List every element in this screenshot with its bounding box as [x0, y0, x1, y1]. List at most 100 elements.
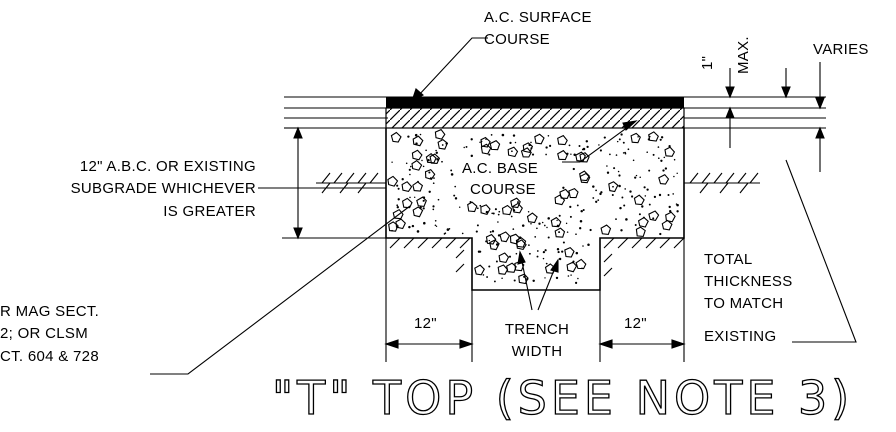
aggregate-dot: [518, 236, 522, 239]
aggregate-dot: [659, 138, 662, 141]
aggregate-dot: [668, 205, 671, 209]
aggregate-dot: [396, 184, 399, 187]
aggregate-dot: [479, 204, 482, 207]
aggregate-dot: [485, 210, 489, 214]
aggregate-stone: [501, 204, 513, 216]
aggregate-stone: [600, 224, 612, 235]
aggregate-dot: [592, 197, 595, 199]
aggregate-dot: [509, 141, 512, 145]
aggregate-dot: [606, 171, 610, 174]
aggregate-dot: [622, 152, 625, 154]
aggregate-dot: [493, 280, 496, 283]
aggregate-dot: [488, 239, 491, 242]
aggregate-stone: [412, 181, 424, 192]
aggregate-dot: [547, 135, 550, 137]
aggregate-dot: [490, 134, 493, 136]
aggregate-dot: [421, 159, 423, 162]
label-ac-surface-line2: COURSE: [484, 31, 550, 48]
aggregate-dot: [489, 230, 492, 233]
label-trench-line2: WIDTH: [512, 343, 563, 360]
aggregate-stone: [554, 227, 566, 238]
aggregate-dot: [528, 143, 531, 147]
aggregate-stone: [566, 261, 578, 273]
aggregate-dot: [568, 144, 571, 147]
label-total-line4: EXISTING: [704, 328, 776, 345]
aggregate-dot: [627, 148, 630, 151]
aggregate-dot: [422, 196, 426, 199]
aggregate-dot: [485, 138, 487, 140]
aggregate-dot: [545, 262, 548, 265]
aggregate-dot: [598, 144, 600, 146]
aggregate-dot: [617, 170, 620, 173]
aggregate-dot: [538, 222, 541, 225]
aggregate-dot: [546, 226, 548, 229]
aggregate-dot: [494, 208, 497, 211]
aggregate-dot: [637, 136, 639, 138]
aggregate-dot: [561, 250, 564, 253]
aggregate-dot: [562, 241, 565, 244]
aggregate-dot: [435, 149, 437, 152]
aggregate-dot: [599, 149, 602, 152]
aggregate-stone: [412, 135, 424, 147]
aggregate-dot: [469, 201, 472, 203]
aggregate-dot: [465, 145, 468, 148]
aggregate-dot: [641, 205, 644, 208]
aggregate-stone: [522, 142, 534, 154]
aggregate-dot: [441, 160, 443, 163]
aggregate-stone: [474, 264, 485, 276]
aggregate-dot: [569, 205, 572, 209]
aggregate-stone: [401, 181, 413, 193]
aggregate-stone: [512, 202, 523, 214]
aggregate-dot: [476, 224, 479, 227]
aggregate-dot: [415, 142, 418, 145]
aggregate-stone: [485, 233, 497, 245]
aggregate-dot: [589, 228, 592, 232]
aggregate-dot: [572, 167, 575, 171]
aggregate-dot: [401, 178, 404, 181]
aggregate-dot: [495, 260, 498, 263]
aggregate-dot: [409, 173, 411, 176]
trench-outline: [385, 128, 685, 291]
aggregate-dot: [582, 245, 584, 247]
aggregate-dot: [603, 136, 606, 139]
aggregate-dot: [408, 168, 411, 171]
aggregate-dot: [565, 222, 568, 225]
aggregate-dot: [545, 153, 547, 156]
aggregate-dot: [648, 203, 651, 206]
aggregate-dot: [454, 185, 457, 188]
aggregate-dot: [428, 190, 431, 193]
aggregate-stone: [510, 197, 521, 209]
label-ac-base-line1: A.C. BASE: [462, 160, 538, 177]
aggregate-dot: [555, 276, 559, 280]
aggregate-dot: [622, 141, 625, 144]
aggregate-dot: [526, 277, 529, 281]
aggregate-dot: [511, 150, 513, 153]
aggregate-stone: [515, 237, 527, 248]
aggregate-dot: [585, 140, 589, 143]
label-ac-surface-line1: A.C. SURFACE: [484, 9, 592, 26]
aggregate-dot: [578, 145, 581, 147]
aggregate-dot: [543, 224, 546, 227]
aggregate-stone: [557, 134, 568, 146]
aggregate-dot: [577, 277, 579, 280]
aggregate-dot: [432, 208, 435, 211]
aggregate-dot: [642, 216, 645, 219]
aggregate-dot: [501, 277, 503, 279]
aggregate-stone: [579, 172, 591, 184]
aggregate-dot: [634, 176, 637, 179]
aggregate-dot: [566, 231, 569, 233]
aggregate-dot: [541, 221, 544, 224]
aggregate-stone: [534, 133, 545, 145]
aggregate-dot: [532, 279, 535, 283]
aggregate-dot: [419, 133, 422, 136]
aggregate-dot: [441, 144, 444, 146]
aggregate-dot: [492, 212, 495, 215]
aggregate-dot: [676, 172, 678, 175]
leader-lines: [150, 37, 857, 375]
aggregate-dot: [480, 140, 483, 143]
aggregate-dot: [573, 153, 576, 157]
aggregate-dot: [646, 188, 649, 191]
aggregate-stone: [489, 239, 500, 251]
aggregate-dot: [618, 138, 621, 141]
